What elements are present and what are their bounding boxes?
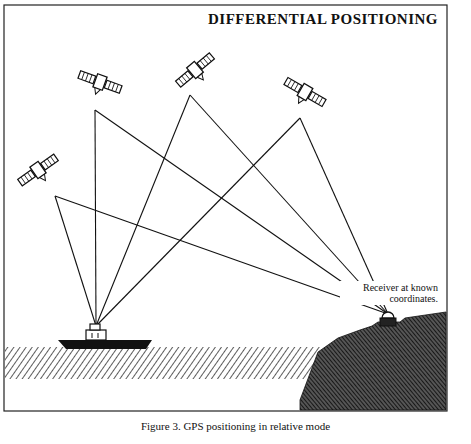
signal-line bbox=[96, 95, 190, 326]
receiver-label: Receiver at known coordinates. bbox=[340, 281, 440, 305]
ship bbox=[58, 324, 152, 349]
signal-line bbox=[55, 196, 96, 326]
diagram-title: DIFFERENTIAL POSITIONING bbox=[208, 11, 438, 28]
figure-caption: Figure 3. GPS positioning in relative mo… bbox=[141, 420, 330, 432]
signal-line bbox=[96, 118, 300, 326]
shore-land bbox=[300, 312, 446, 410]
signal-line bbox=[95, 110, 96, 326]
satellite bbox=[174, 50, 221, 94]
satellites bbox=[16, 50, 328, 193]
satellite bbox=[16, 152, 64, 194]
frame bbox=[4, 5, 447, 411]
signal-lines bbox=[55, 95, 388, 326]
reference-receiver bbox=[380, 312, 396, 326]
satellite bbox=[279, 75, 327, 114]
signal-line bbox=[55, 196, 388, 314]
satellite bbox=[75, 68, 123, 102]
